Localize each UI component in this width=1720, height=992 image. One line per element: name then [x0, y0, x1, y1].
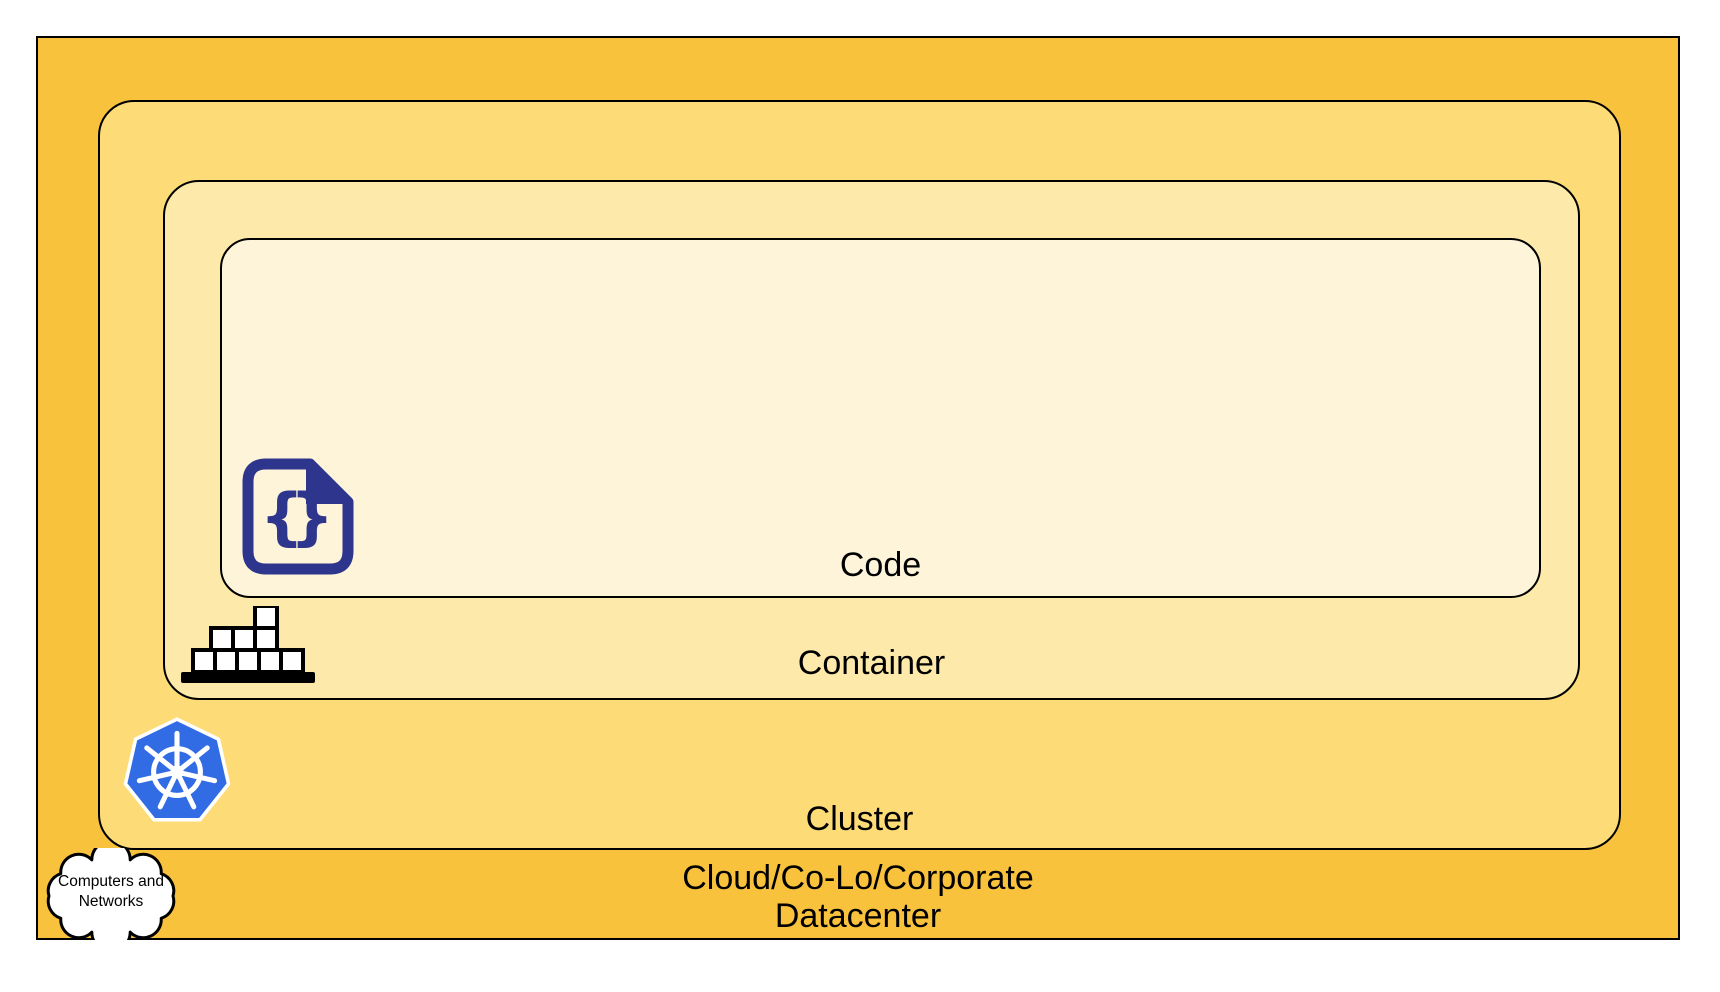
- layer-code: { } Code: [220, 238, 1541, 598]
- svg-text:}: }: [290, 480, 334, 553]
- layer-container-label: Container: [797, 643, 946, 682]
- cloud-callout-line2: Networks: [78, 893, 144, 911]
- cloud-callout-text: Computers and Networks: [36, 872, 186, 912]
- code-file-braces-icon: { }: [242, 458, 354, 575]
- layer-cluster-label: Cluster: [805, 799, 914, 838]
- computers-networks-callout: Computers and Networks: [36, 848, 186, 940]
- stacked-containers-icon: [181, 606, 315, 683]
- layer-container: { } Code: [163, 180, 1580, 700]
- cloud-icon: [46, 848, 176, 940]
- layer-datacenter-label: Cloud/Co-Lo/Corporate Datacenter: [38, 859, 1678, 935]
- layer-code-label: Code: [839, 545, 922, 584]
- layer-datacenter: { } Code: [36, 36, 1680, 940]
- cloud-callout-line1: Computers and: [58, 873, 164, 890]
- svg-text:{: {: [260, 480, 304, 553]
- layer-cluster: { } Code: [98, 100, 1621, 850]
- datacenter-label-line1: Cloud/Co-Lo/Corporate: [682, 858, 1034, 897]
- kubernetes-helm-icon: [123, 717, 231, 822]
- datacenter-label-line2: Datacenter: [774, 896, 942, 935]
